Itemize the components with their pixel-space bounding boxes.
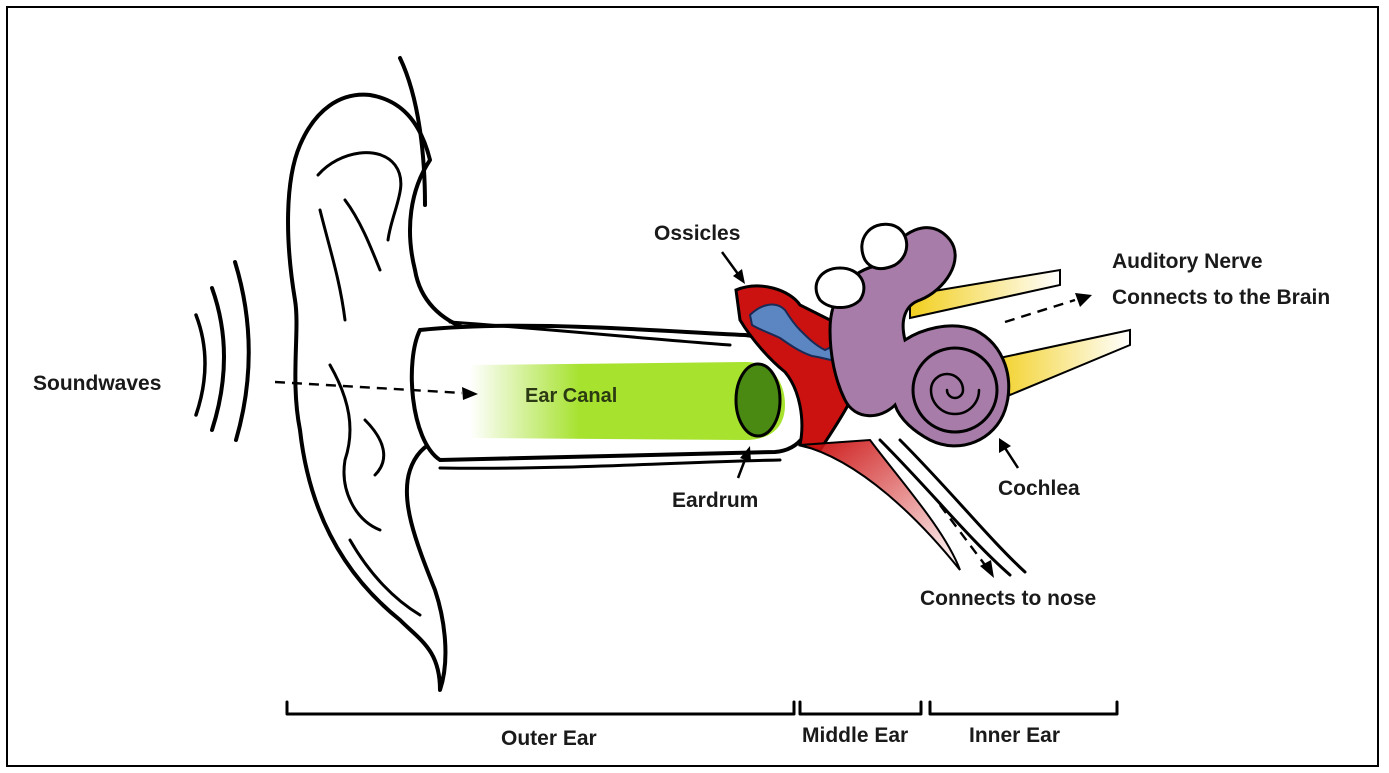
auditory-nerve-sublabel: Connects to the Brain xyxy=(1112,286,1330,309)
inner-ear-bracket xyxy=(930,702,1117,714)
nerve-path-arrow xyxy=(1005,300,1075,322)
inner-ear-label: Inner Ear xyxy=(969,724,1060,747)
soundwaves-label: Soundwaves xyxy=(33,372,161,395)
eardrum-membrane xyxy=(736,364,780,436)
region-brackets xyxy=(287,702,1117,714)
outer-ear-label: Outer Ear xyxy=(501,727,597,750)
eardrum-label: Eardrum xyxy=(672,489,758,512)
connects-to-nose-label: Connects to nose xyxy=(920,587,1096,610)
ossicles-label: Ossicles xyxy=(654,222,740,245)
nose-path-arrow xyxy=(940,505,985,565)
ear-canal-label: Ear Canal xyxy=(525,385,617,407)
outer-ear-bracket xyxy=(287,702,794,714)
middle-ear-bracket xyxy=(800,702,921,714)
cochlea-label: Cochlea xyxy=(998,477,1080,500)
soundwave-arcs xyxy=(196,262,249,440)
middle-ear-label: Middle Ear xyxy=(802,724,908,747)
auditory-nerve-label: Auditory Nerve xyxy=(1112,250,1263,273)
